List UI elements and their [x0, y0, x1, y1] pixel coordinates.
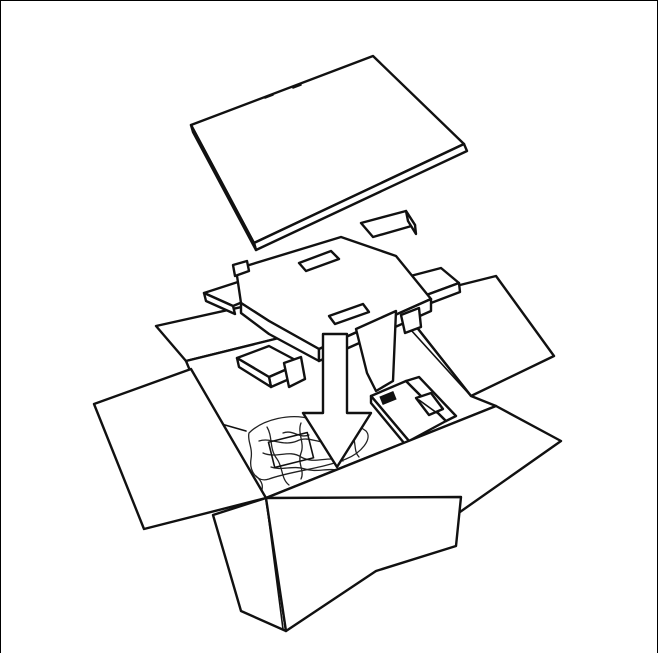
- lid-panel: [191, 56, 467, 250]
